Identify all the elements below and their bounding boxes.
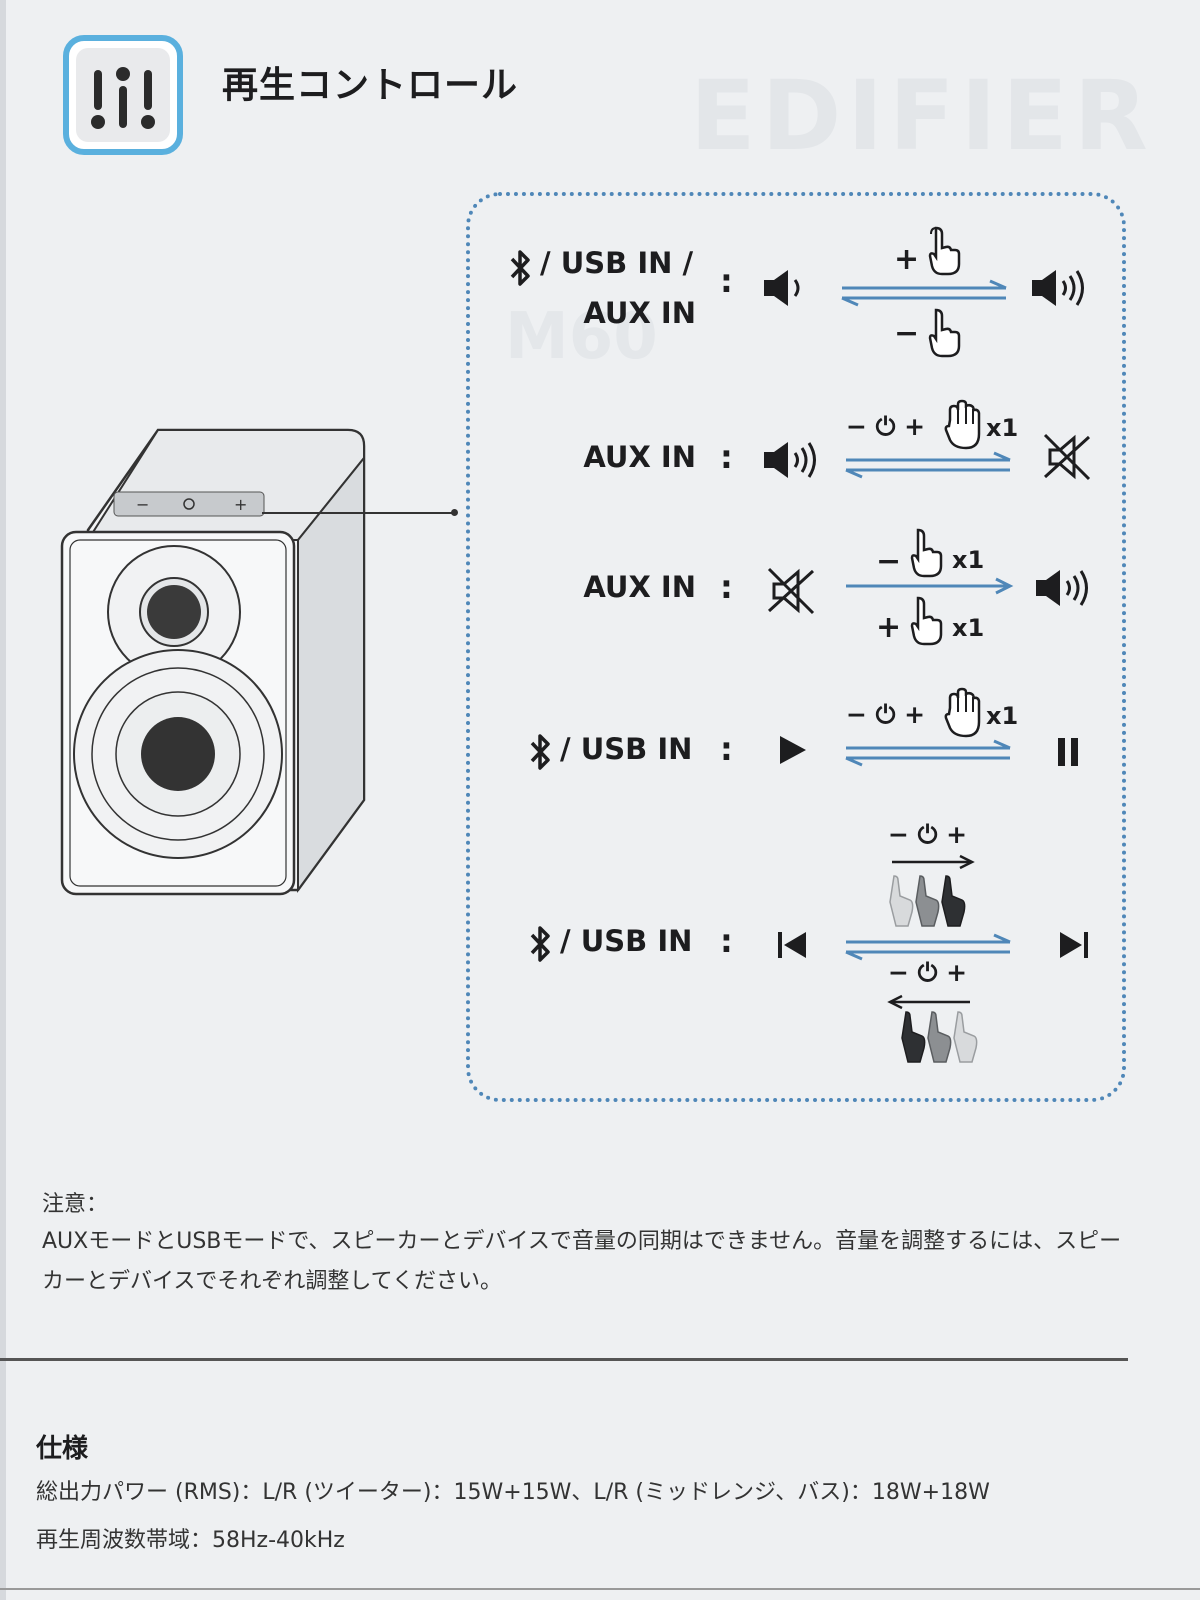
row2-colon: : (720, 438, 733, 476)
bluetooth-icon (510, 250, 530, 286)
swipe-right-hands-icon (889, 875, 966, 927)
tap-hand-icon (910, 528, 943, 578)
page-edge (0, 0, 6, 1600)
speaker-minus-label: − (136, 495, 149, 514)
volume-high-icon (764, 442, 816, 478)
forward-arrow (892, 854, 975, 870)
spec-output-power: 総出力パワー (RMS)：L/R (ツイーター)：15W+15W、L/R (ミッ… (36, 1480, 990, 1505)
row5-button-combo-top: − ⏻ + (888, 820, 968, 849)
row4-colon: : (720, 730, 733, 768)
row2-label: AUX IN (583, 440, 696, 474)
next-track-icon (1060, 932, 1088, 958)
bidirectional-arrow (845, 739, 1011, 767)
bluetooth-icon (530, 926, 550, 962)
row5-label: / USB IN (560, 924, 693, 958)
page-title: 再生コントロール (222, 65, 519, 106)
row1-label-line2: AUX IN (583, 296, 696, 330)
mute-icon (767, 567, 815, 615)
tap-hand-icon (910, 596, 943, 646)
mute-icon (1043, 433, 1091, 481)
pause-icon (1058, 738, 1078, 766)
tap-hand-icon (928, 308, 961, 358)
hold-hand-icon (944, 399, 981, 450)
row4-count: x1 (986, 702, 1019, 730)
spec-frequency-response: 再生周波数帯域：58Hz-40kHz (36, 1528, 345, 1553)
volume-high-icon (1032, 270, 1084, 306)
speaker-plus-label: + (234, 495, 247, 514)
volume-low-icon (764, 270, 800, 306)
backward-arrow (887, 994, 970, 1010)
row3-colon: : (720, 568, 733, 606)
row3-count-top: x1 (952, 546, 985, 574)
speaker-illustration: − + (60, 428, 366, 896)
row2-button-combo: − ⏻ + (846, 412, 926, 441)
row1-colon: : (720, 262, 733, 300)
bluetooth-icon (530, 734, 550, 770)
controls-panel (466, 192, 1126, 1102)
row4-label: / USB IN (560, 732, 693, 766)
watermark-model: M60 (505, 300, 658, 374)
row1-minus: − (894, 316, 920, 351)
spec-heading: 仕様 (36, 1434, 89, 1464)
previous-track-icon (778, 932, 806, 958)
playback-controls-icon (63, 35, 183, 155)
watermark-brand: EDIFIER (690, 60, 1154, 172)
bidirectional-arrow (841, 279, 1007, 307)
row5-button-combo-bottom: − ⏻ + (888, 958, 968, 987)
tap-hand-icon (928, 226, 961, 276)
row3-minus: − (876, 544, 902, 579)
row1-label-line1: / USB IN / (540, 246, 694, 280)
pointer-dot (451, 509, 458, 516)
swipe-left-hands-icon (901, 1011, 978, 1063)
hold-hand-icon (944, 687, 981, 738)
divider (0, 1358, 1128, 1361)
play-icon (780, 736, 806, 764)
row3-plus: + (876, 610, 902, 645)
note-heading: 注意： (42, 1192, 109, 1217)
row3-count-bottom: x1 (952, 614, 985, 642)
bidirectional-arrow (845, 451, 1011, 479)
row3-label: AUX IN (583, 570, 696, 604)
row5-colon: : (720, 922, 733, 960)
row4-button-combo: − ⏻ + (846, 700, 926, 729)
pointer-line (262, 512, 456, 514)
note-text: AUXモードとUSBモードで、スピーカーとデバイスで音量の同期はできません。音量… (42, 1229, 1122, 1294)
row1-plus: + (894, 242, 920, 277)
divider (0, 1588, 1200, 1590)
bidirectional-arrow (845, 933, 1011, 961)
volume-high-icon (1036, 570, 1088, 606)
row2-count: x1 (986, 414, 1019, 442)
forward-arrow (846, 577, 1014, 595)
